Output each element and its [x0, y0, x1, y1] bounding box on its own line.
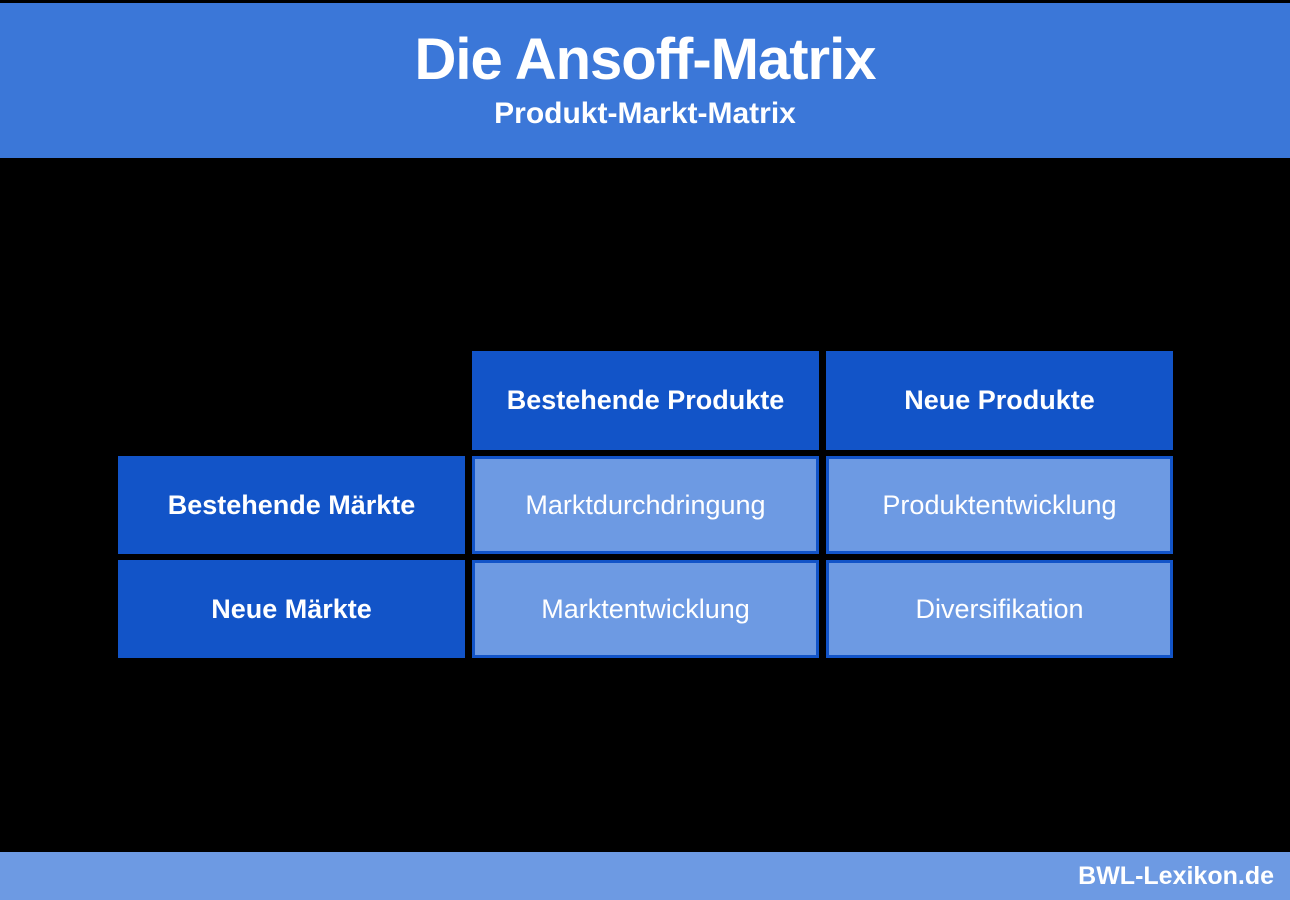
column-header-neue-produkte: Neue Produkte: [826, 351, 1173, 450]
footer-band: BWL-Lexikon.de: [0, 852, 1290, 900]
brand-label: BWL-Lexikon.de: [1078, 861, 1274, 890]
matrix-corner-spacer: [118, 351, 465, 450]
page-title: Die Ansoff-Matrix: [414, 26, 877, 92]
row-header-bestehende-maerkte: Bestehende Märkte: [118, 456, 465, 554]
title-band: Die Ansoff-Matrix Produkt-Markt-Matrix: [0, 3, 1290, 158]
column-header-bestehende-produkte: Bestehende Produkte: [472, 351, 819, 450]
row-header-neue-maerkte: Neue Märkte: [118, 560, 465, 658]
cell-diversifikation: Diversifikation: [826, 560, 1173, 658]
ansoff-matrix: Bestehende Produkte Neue Produkte Besteh…: [118, 351, 1173, 658]
cell-produktentwicklung: Produktentwicklung: [826, 456, 1173, 554]
cell-marktdurchdringung: Marktdurchdringung: [472, 456, 819, 554]
cell-marktentwicklung: Marktentwicklung: [472, 560, 819, 658]
page-subtitle: Produkt-Markt-Matrix: [494, 97, 796, 131]
